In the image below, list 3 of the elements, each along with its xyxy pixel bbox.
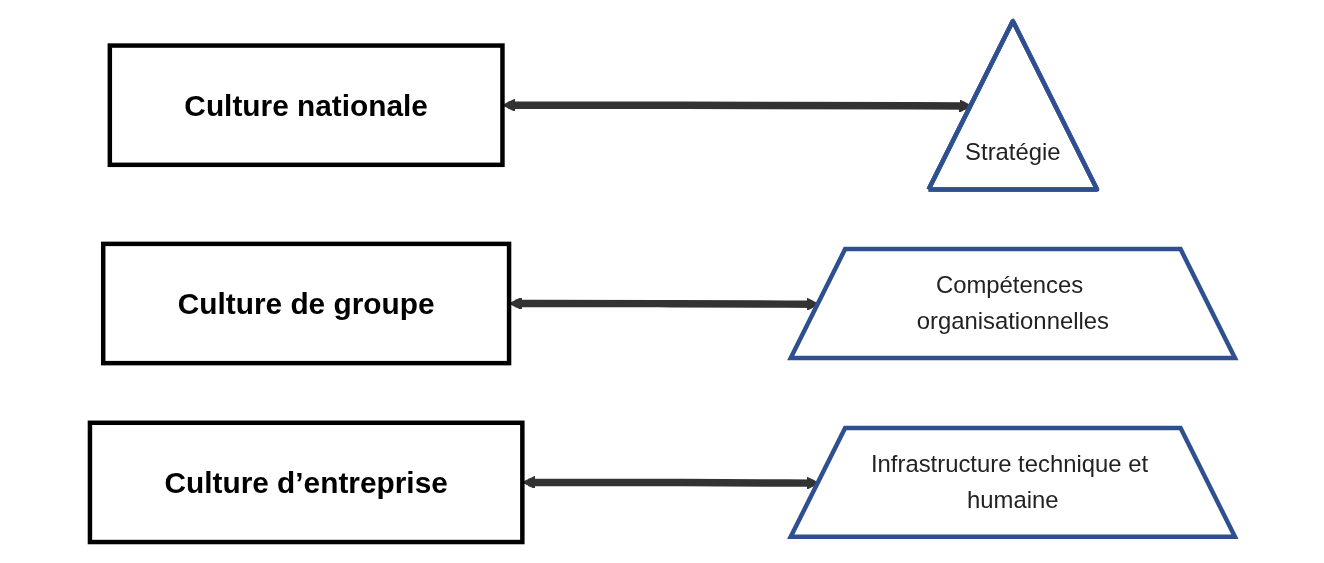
node-box: Culture d’entreprise bbox=[87, 420, 525, 545]
node-box: Culture de groupe bbox=[100, 241, 511, 366]
node-box: Culture nationale bbox=[107, 43, 505, 168]
